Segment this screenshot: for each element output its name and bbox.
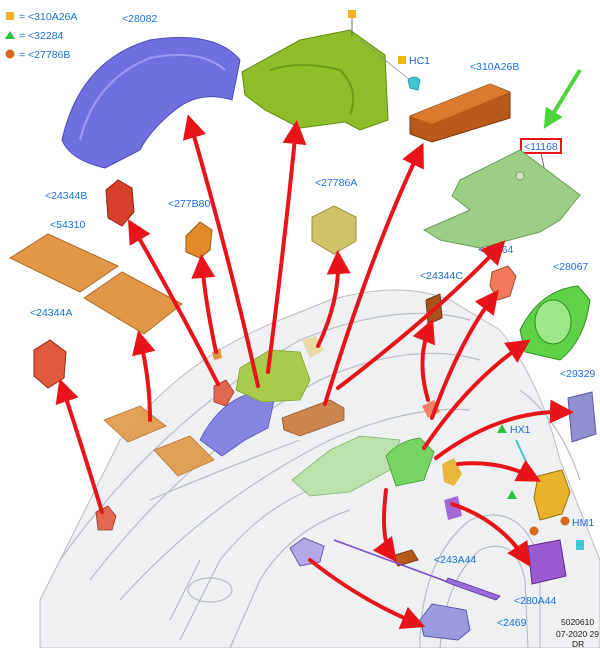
footer-region: DR [572,639,584,648]
label-hc1: HC1 [409,55,430,67]
triangle-marker-icon [507,490,517,499]
legend-circle-icon [5,49,15,59]
part-floor-panel-11168 [422,149,581,249]
part-bracket-2469 [419,603,471,641]
assembly-arrows [55,114,574,629]
triangle-marker-hx1-icon [497,424,507,433]
part-bracket-24344b [105,179,135,227]
label-hx1: HX1 [510,424,531,436]
label-54310: <54310 [50,219,85,231]
legend-item-triangle: = <32284 [19,30,64,42]
part-clip-hc1 [407,76,421,91]
installed-parts [95,336,462,531]
square-marker-hc1-icon [398,56,406,64]
part-bracket-24344a [33,339,67,389]
label-24344c: <24344C [420,270,463,282]
label-2469: <2469 [497,617,527,629]
part-block-29329 [567,391,597,443]
part-insulator-green-top [241,10,389,131]
circle-marker-hm1-icon [560,516,570,526]
part-clip-hm1 [576,540,584,550]
part-pad-54310-b [83,271,183,335]
part-duct-28067 [519,285,591,361]
legend-item-circle: = <27786B [19,49,70,61]
part-pad-310a26b [409,83,511,143]
label-310a26b: <310A26B [470,61,519,73]
legend: = <310A26A = <32284 = <27786B [5,11,77,61]
label-280a44: <280A44 [514,595,556,607]
square-marker-icon [348,10,356,18]
label-24344a: <24344A [30,307,72,319]
circle-marker-icon [529,526,539,536]
part-pad-54310-a [8,233,120,293]
green-callout-arrow-icon [543,68,582,129]
label-28082: <28082 [122,13,157,25]
part-wheel-arch-liner-28082 [61,37,241,169]
part-bracket-purple [527,539,567,585]
label-277b80: <277B80 [168,198,210,210]
legend-item-square: = <310A26A [19,11,77,23]
label-243a44: <243A44 [434,554,476,566]
legend-triangle-icon [5,31,15,39]
legend-square-icon [6,12,14,20]
part-bracket-277b80 [185,221,213,259]
part-bracket-yellow [533,469,571,521]
label-27786a: <27786A [315,177,357,189]
label-28067: <28067 [553,261,588,273]
label-11168: <11168 [524,141,558,153]
label-hm1: HM1 [572,517,594,529]
label-24344b: <24344B [45,190,87,202]
footer-code: 5020610 [561,617,594,627]
label-29329: <29329 [560,368,595,380]
part-bracket-door [289,537,325,567]
footer-date: 07-2020 29 [556,629,599,639]
thin-connector [333,539,449,583]
part-pad-27786a [311,205,357,255]
